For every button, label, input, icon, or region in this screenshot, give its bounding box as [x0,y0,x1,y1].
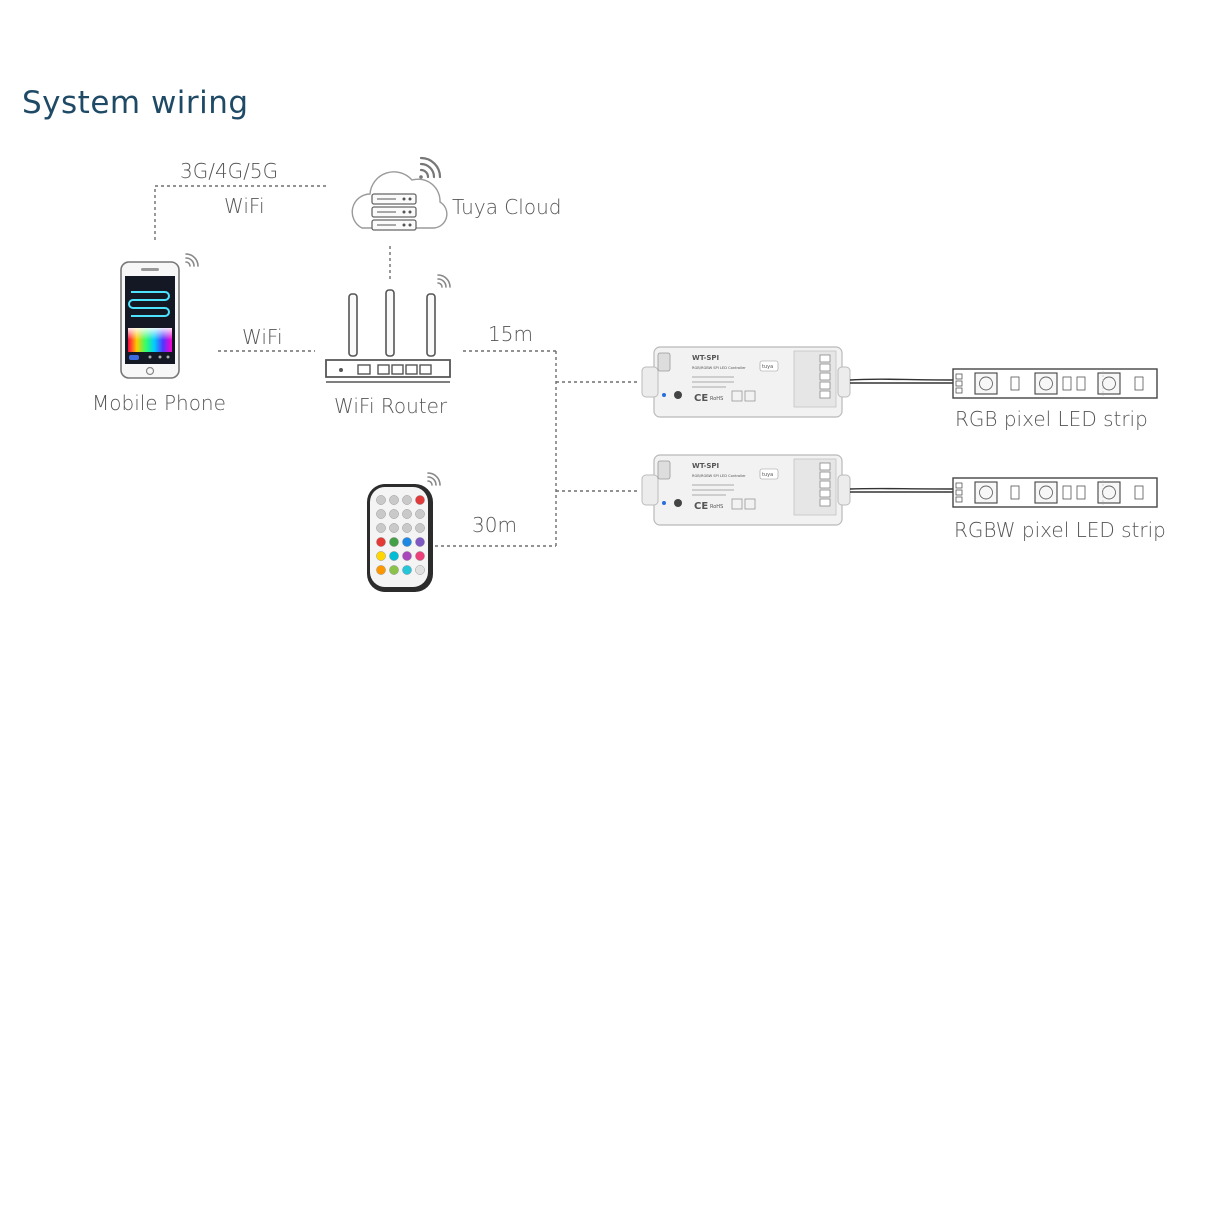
label-wifi-top: WiFi [224,194,265,218]
remote-button [415,565,425,575]
remote-button [376,565,386,575]
remote-button [389,495,399,505]
label-distance-remote: 30m [472,513,517,537]
controller-1-model: WT-SPI [692,354,719,362]
remote-button [415,509,425,519]
controller-2-brand: tuya [762,472,773,478]
remote-button [389,523,399,533]
remote-buttons [376,495,425,575]
label-distance-router: 15m [488,322,533,346]
rgb-led-strip [952,368,1158,399]
remote-button [389,537,399,547]
controller-2-rohs: RoHS [710,504,723,510]
connection-lines [154,185,640,547]
remote-button [376,509,386,519]
label-wifi-left: WiFi [242,325,283,349]
remote-button [415,551,425,561]
remote-button [415,495,425,505]
router-signal-icon [437,274,451,288]
remote-button [402,509,412,519]
remote-button [402,495,412,505]
label-network: 3G/4G/5G [180,159,278,183]
controller-1-ce: CE [694,393,708,404]
remote-signal-icon [427,472,441,486]
controller-2-subtitle: RGB/RGBW SPI LED Controller [692,474,746,478]
remote-button [402,523,412,533]
controller-2-ce: CE [694,501,708,512]
label-mobile-phone: Mobile Phone [92,391,226,415]
label-router: WiFi Router [334,394,448,418]
remote-button [415,537,425,547]
label-cloud: Tuya Cloud [452,195,561,219]
remote-button [415,523,425,533]
remote-button [376,495,386,505]
remote-button [376,551,386,561]
phone-signal-icon [185,253,199,267]
remote-button [376,537,386,547]
remote-button [402,537,412,547]
controller-2-model: WT-SPI [692,462,719,470]
diagram-title: System wiring [22,85,249,121]
remote-button [402,565,412,575]
remote-button [376,523,386,533]
cloud-icon [351,156,448,231]
server-icon [371,193,417,231]
output-cables [849,378,954,493]
cloud-signal-icon [419,156,442,179]
controller-1-rohs: RoHS [710,396,723,402]
remote-button [389,551,399,561]
label-strip-rgbw: RGBW pixel LED strip [954,518,1166,542]
remote-button [402,551,412,561]
remote-control-icon [367,472,441,592]
line-phone-to-cloud [154,185,328,240]
remote-button [389,509,399,519]
wifi-router-icon [325,274,451,383]
controller-1-brand: tuya [762,364,773,370]
controller-1-subtitle: RGB/RGBW SPI LED Controller [692,366,746,370]
controller-1: WT-SPI RGB/RGBW SPI LED Controller tuya … [641,346,851,418]
remote-button [389,565,399,575]
mobile-phone-icon [120,253,199,379]
label-strip-rgb: RGB pixel LED strip [955,407,1148,431]
cable-1 [849,378,954,381]
controller-2: WT-SPI RGB/RGBW SPI LED Controller tuya … [641,454,851,526]
rgbw-led-strip [952,477,1158,508]
